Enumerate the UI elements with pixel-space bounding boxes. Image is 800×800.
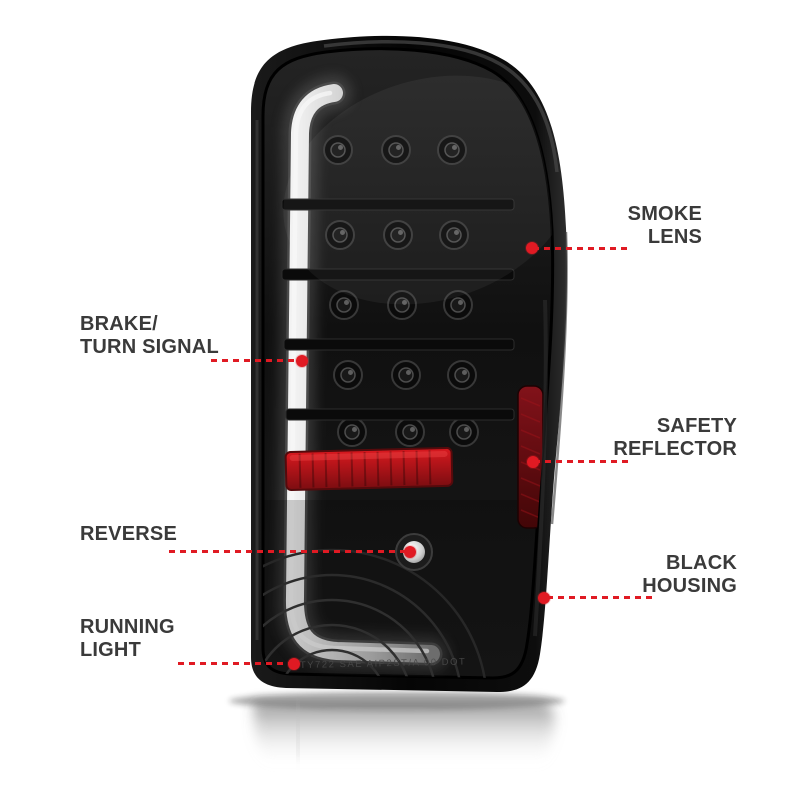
fresnel-lens-rings xyxy=(263,500,553,678)
callout-line-smoke-lens xyxy=(533,247,632,250)
callout-dot-smoke-lens xyxy=(526,242,538,254)
callout-line-black-housing xyxy=(547,596,657,599)
callout-dot-safety-reflector xyxy=(527,456,539,468)
lamp-embossed-text: TY722 SAE AIP2ST/A 00 DOT xyxy=(300,657,467,671)
callout-label-running-light: RUNNING LIGHT xyxy=(80,616,175,661)
callout-line-brake-turn-signal xyxy=(211,359,300,362)
callout-label-reverse: REVERSE xyxy=(80,523,177,545)
callout-label-smoke-lens: SMOKE LENS xyxy=(627,203,702,248)
callout-dot-running-light xyxy=(288,658,300,670)
callout-line-running-light xyxy=(178,662,290,665)
callout-label-safety-reflector: SAFETY REFLECTOR xyxy=(613,415,737,460)
callout-dot-reverse xyxy=(404,546,416,558)
callout-label-black-housing: BLACK HOUSING xyxy=(642,552,737,597)
lamp-reflection xyxy=(229,692,565,776)
red-reflector-strip xyxy=(284,446,454,492)
lens-fins xyxy=(281,198,515,421)
callout-line-safety-reflector xyxy=(534,460,630,463)
callout-label-brake-turn-signal: BRAKE/ TURN SIGNAL xyxy=(80,313,219,358)
running-light-bar xyxy=(283,81,443,666)
callout-dot-brake-turn-signal xyxy=(296,355,308,367)
callout-line-reverse xyxy=(169,550,409,553)
callout-dot-black-housing xyxy=(538,592,550,604)
